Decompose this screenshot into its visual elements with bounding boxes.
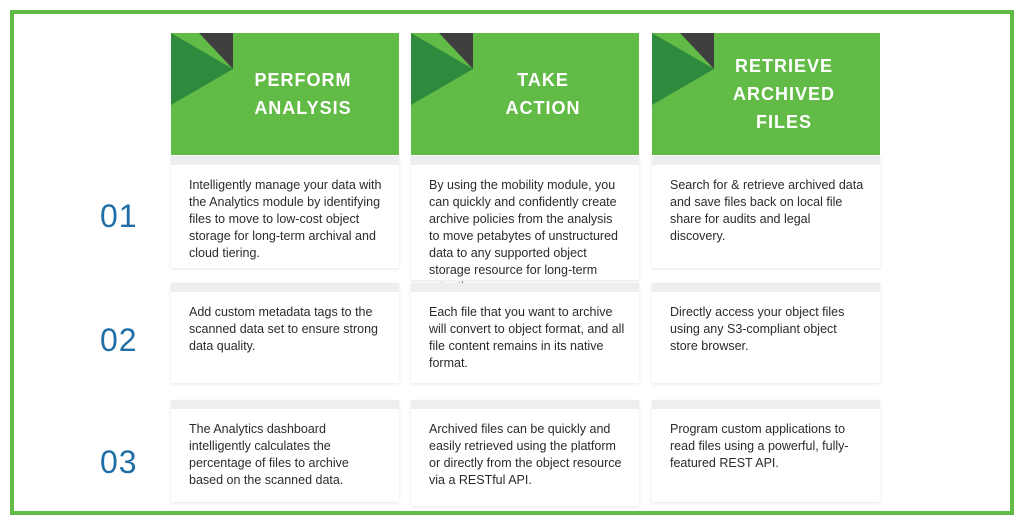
row-number: 01 <box>100 198 138 234</box>
cell-text: Each file that you want to archive will … <box>429 305 625 370</box>
cell-text: Program custom applications to read file… <box>670 422 849 470</box>
corner-triangle-icon <box>171 33 233 105</box>
cell-text: Directly access your object files using … <box>670 305 845 353</box>
outer-frame <box>10 10 1014 515</box>
cell-text: The Analytics dashboard intelligently ca… <box>189 422 349 487</box>
corner-triangle-icon <box>411 33 473 105</box>
cell-text: Archived files can be quickly and easily… <box>429 422 622 487</box>
cell-row1-analysis: Intelligently manage your data with the … <box>171 156 399 268</box>
header-perform-analysis: PERFORM ANALYSIS <box>171 33 399 155</box>
cell-row3-retrieve: Program custom applications to read file… <box>652 400 880 502</box>
header-take-action: TAKE ACTION <box>411 33 639 155</box>
column-title: PERFORM ANALYSIS <box>254 70 352 118</box>
cell-row3-analysis: The Analytics dashboard intelligently ca… <box>171 400 399 502</box>
column-title: RETRIEVE ARCHIVED FILES <box>732 56 835 132</box>
row-number: 02 <box>100 322 138 358</box>
corner-triangle-icon <box>652 33 714 105</box>
cell-row1-action: By using the mobility module, you can qu… <box>411 156 639 294</box>
cell-row1-retrieve: Search for & retrieve archived data and … <box>652 156 880 268</box>
cell-text: By using the mobility module, you can qu… <box>429 178 618 294</box>
cell-row2-analysis: Add custom metadata tags to the scanned … <box>171 283 399 383</box>
cell-text: Intelligently manage your data with the … <box>189 178 382 260</box>
cell-row3-action: Archived files can be quickly and easily… <box>411 400 639 506</box>
header-retrieve-archived-files: RETRIEVE ARCHIVED FILES <box>652 33 880 155</box>
row-number: 03 <box>100 444 138 480</box>
cell-text: Add custom metadata tags to the scanned … <box>189 305 379 353</box>
cell-row2-retrieve: Directly access your object files using … <box>652 283 880 383</box>
column-title: TAKE ACTION <box>505 70 581 118</box>
cell-text: Search for & retrieve archived data and … <box>670 178 864 243</box>
cell-row2-action: Each file that you want to archive will … <box>411 283 639 383</box>
